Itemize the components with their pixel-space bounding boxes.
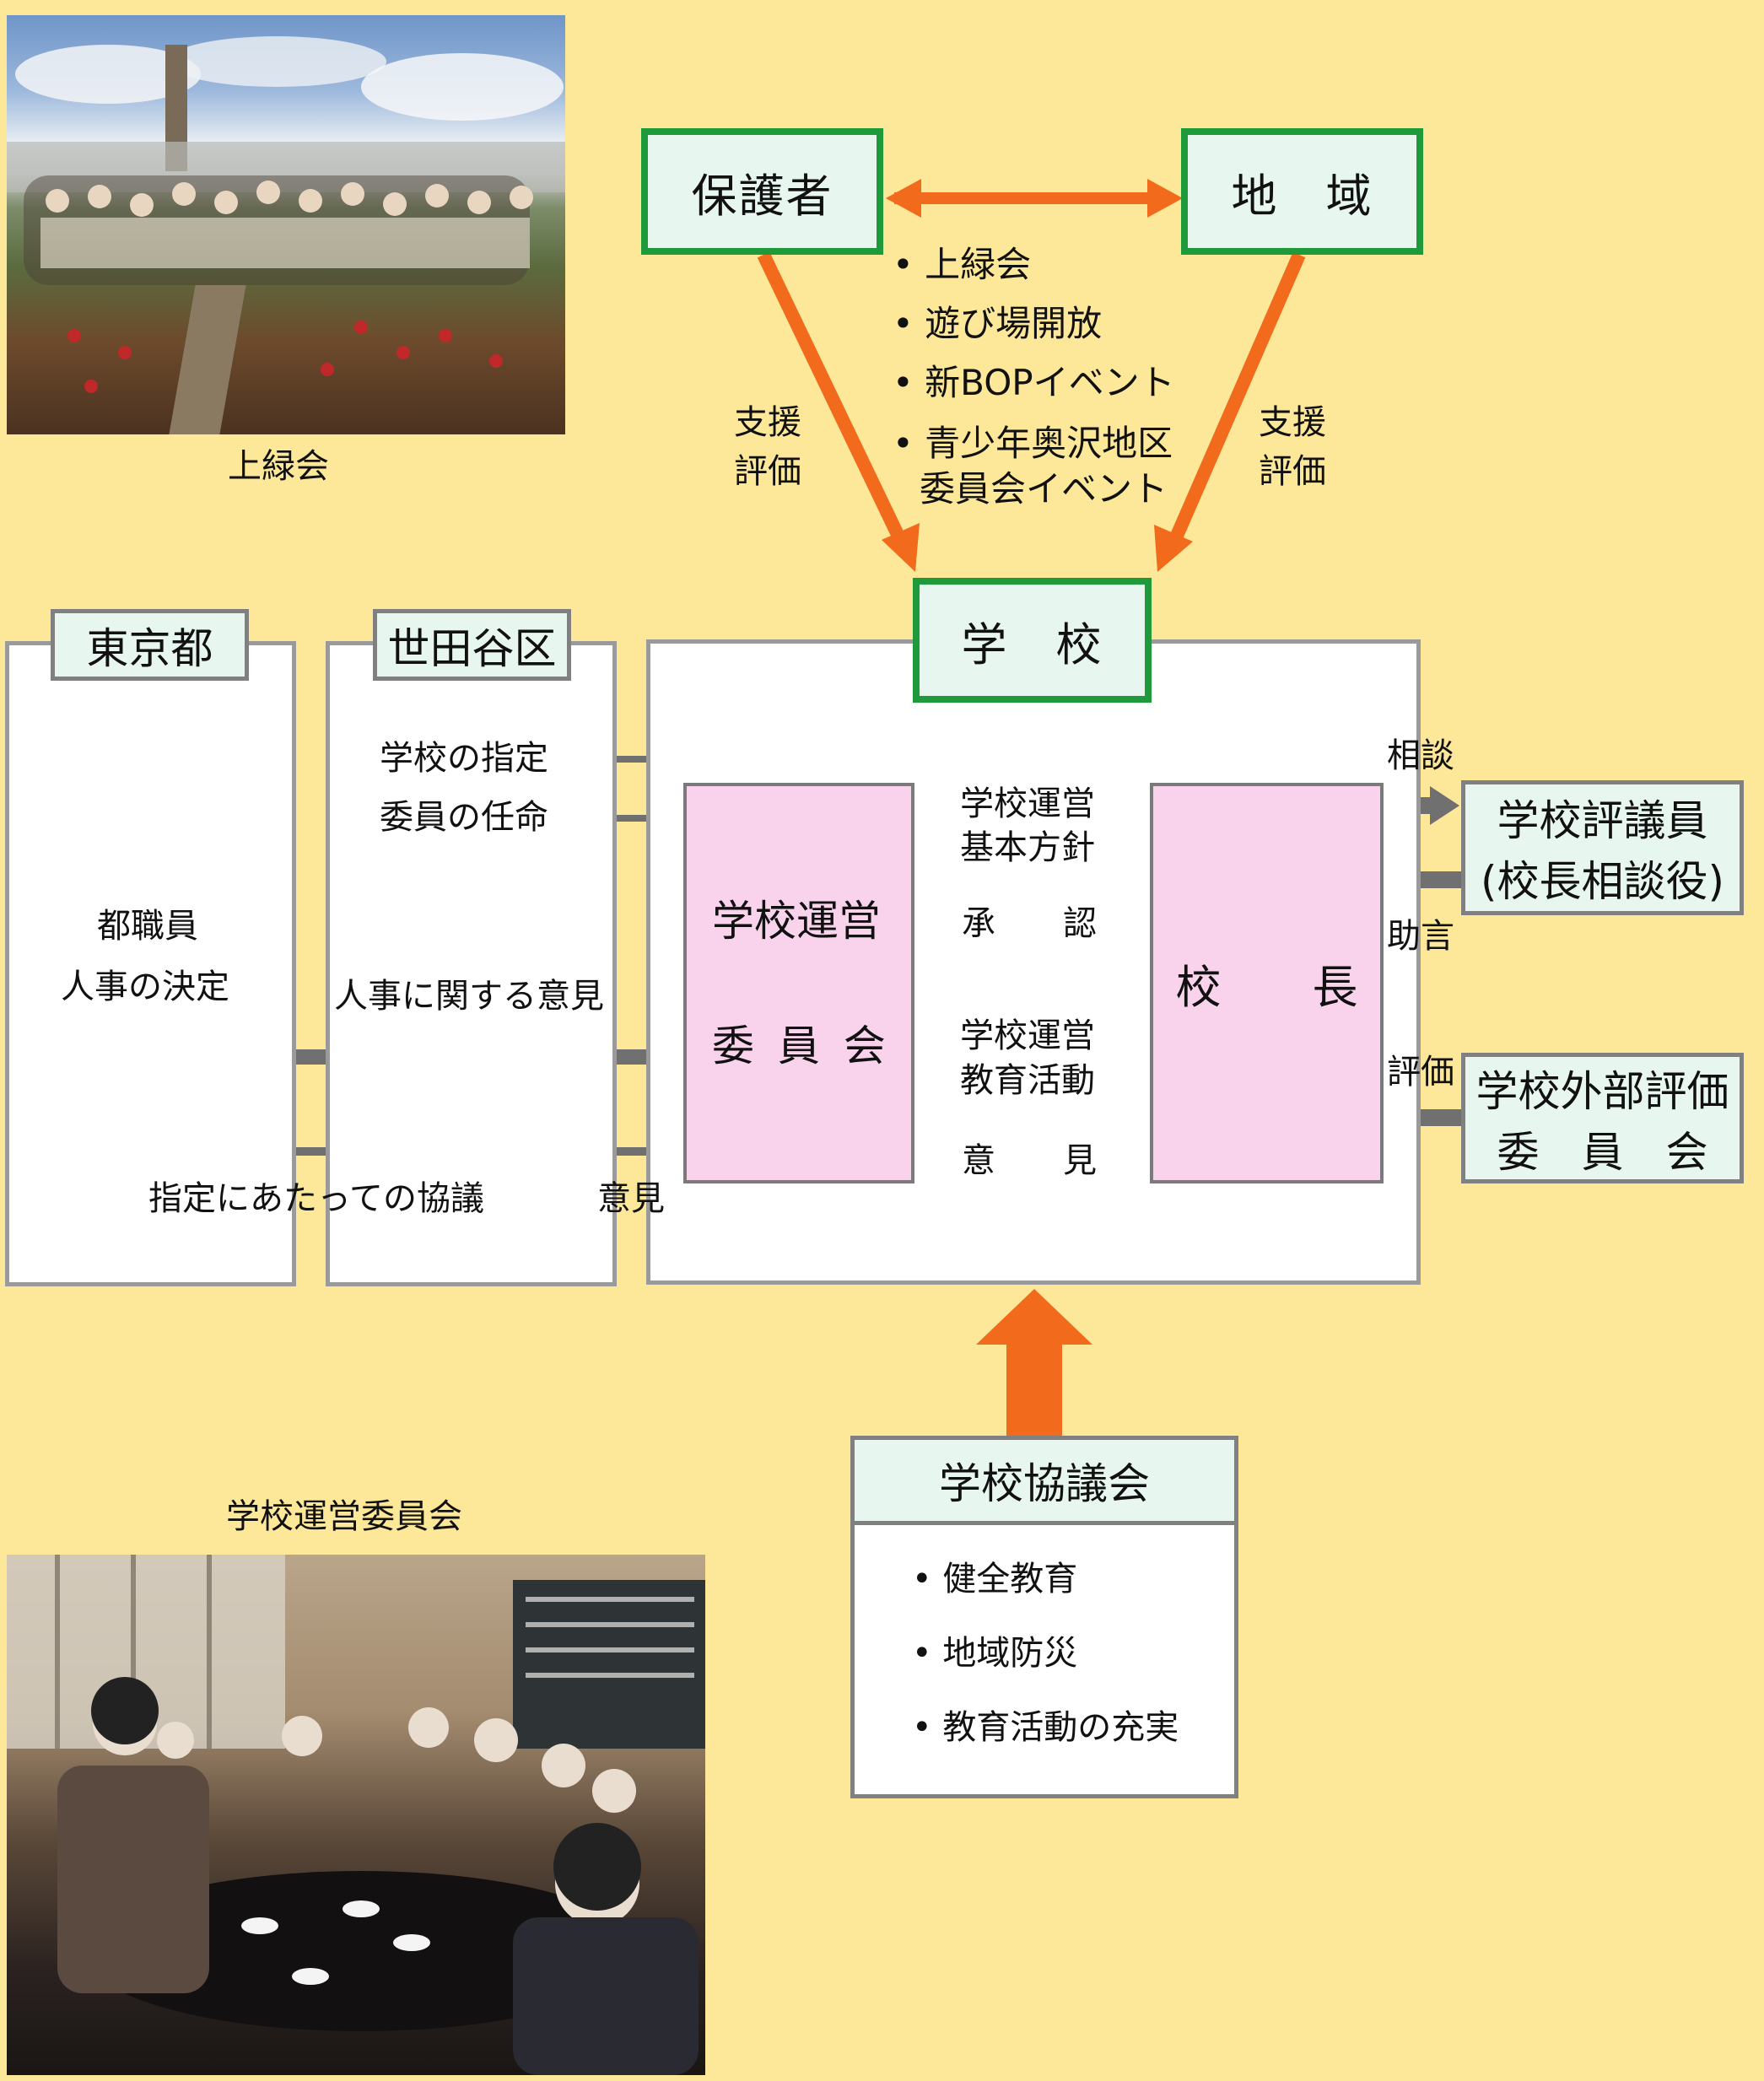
external-line1: 学校外部評価 [1475, 1066, 1729, 1116]
council-item: • 教育活動の充実 [912, 1708, 1179, 1747]
school-council-box[interactable]: 学校協議会 • 健全教育 • 地域防災 • 教育活動の充実 [850, 1436, 1238, 1798]
bottom-photo-caption: 学校運営委員会 [226, 1497, 462, 1536]
external-line2: 委 員 会 [1497, 1127, 1708, 1177]
opinion-spaced-label: 意 見 [962, 1141, 1097, 1180]
opinion-label: 意見 [597, 1179, 665, 1218]
activity-item-continued: 委員会イベント [920, 468, 1168, 509]
top-photo-garden-group [7, 15, 565, 434]
tokyo-label: 東京都 [86, 623, 213, 673]
councilor-line2: (校長相談役) [1480, 857, 1724, 906]
designation-label: 学校の指定 [380, 739, 548, 778]
activity-item: • 新BOPイベント [893, 362, 1175, 403]
council-header: 学校協議会 [855, 1440, 1234, 1525]
consultation-label: 指定にあたっての協議 [148, 1179, 484, 1218]
guardians-box[interactable]: 保護者 [641, 128, 883, 255]
setagaya-header: 世田谷区 [373, 609, 571, 681]
community-to-school-arrow [1154, 251, 1306, 572]
support-label-right: 支援 [1259, 403, 1326, 442]
personnel-opinion-label: 人事に関する意見 [334, 977, 604, 1016]
tokyo-personnel-label: 人事の決定 [61, 968, 229, 1006]
community-box[interactable]: 地 域 [1181, 128, 1423, 255]
management-committee-box[interactable]: 学校運営 委 員 会 [683, 783, 914, 1183]
edu-label-line2: 教育活動 [960, 1061, 1095, 1100]
guardians-label: 保護者 [691, 169, 833, 223]
tokyo-panel [5, 641, 296, 1286]
appointment-label: 委員の任命 [380, 798, 548, 837]
school-box[interactable]: 学 校 [913, 578, 1152, 703]
committee-line1: 学校運営 [712, 897, 881, 946]
external-evaluation-box[interactable]: 学校外部評価 委 員 会 [1461, 1053, 1744, 1183]
evaluation-label-right: 評価 [1259, 452, 1326, 491]
activity-item: • 上緑会 [893, 244, 1032, 285]
council-to-school-arrow [976, 1289, 1092, 1436]
councilor-line1: 学校評議員 [1497, 796, 1708, 845]
approval-label: 承 認 [962, 904, 1097, 943]
evaluate-label: 評価 [1387, 1053, 1454, 1092]
support-label-left: 支援 [734, 403, 801, 442]
bottom-photo-meeting [7, 1555, 705, 2075]
tokyo-staff-label: 都職員 [97, 907, 198, 946]
consult-label: 相談 [1387, 736, 1454, 775]
activity-item: • 遊び場開放 [893, 303, 1103, 344]
advice-label: 助言 [1387, 917, 1454, 956]
school-councilor-box[interactable]: 学校評議員 (校長相談役) [1461, 780, 1744, 915]
council-label: 学校協議会 [939, 1459, 1150, 1508]
top-photo-caption: 上緑会 [228, 447, 329, 486]
setagaya-label: 世田谷区 [387, 623, 557, 673]
edu-label-line1: 学校運営 [960, 1016, 1095, 1055]
policy-label-line2: 基本方針 [960, 828, 1095, 867]
council-item: • 健全教育 [912, 1560, 1078, 1598]
tokyo-header: 東京都 [51, 609, 249, 681]
council-item: • 地域防災 [912, 1634, 1078, 1673]
principal-box[interactable]: 校 長 [1150, 783, 1384, 1183]
activity-item: • 青少年奥沢地区 [893, 423, 1173, 464]
evaluation-label-left: 評価 [734, 452, 801, 491]
setagaya-panel [326, 641, 617, 1286]
committee-line2: 委 員 会 [712, 1022, 891, 1070]
policy-label-line1: 学校運営 [960, 784, 1095, 823]
school-label: 学 校 [961, 617, 1103, 671]
guardians-community-arrow [886, 179, 1183, 218]
guardians-to-school-arrow [757, 251, 920, 572]
principal-label: 校 長 [1175, 961, 1358, 1014]
community-label: 地 域 [1231, 169, 1373, 223]
